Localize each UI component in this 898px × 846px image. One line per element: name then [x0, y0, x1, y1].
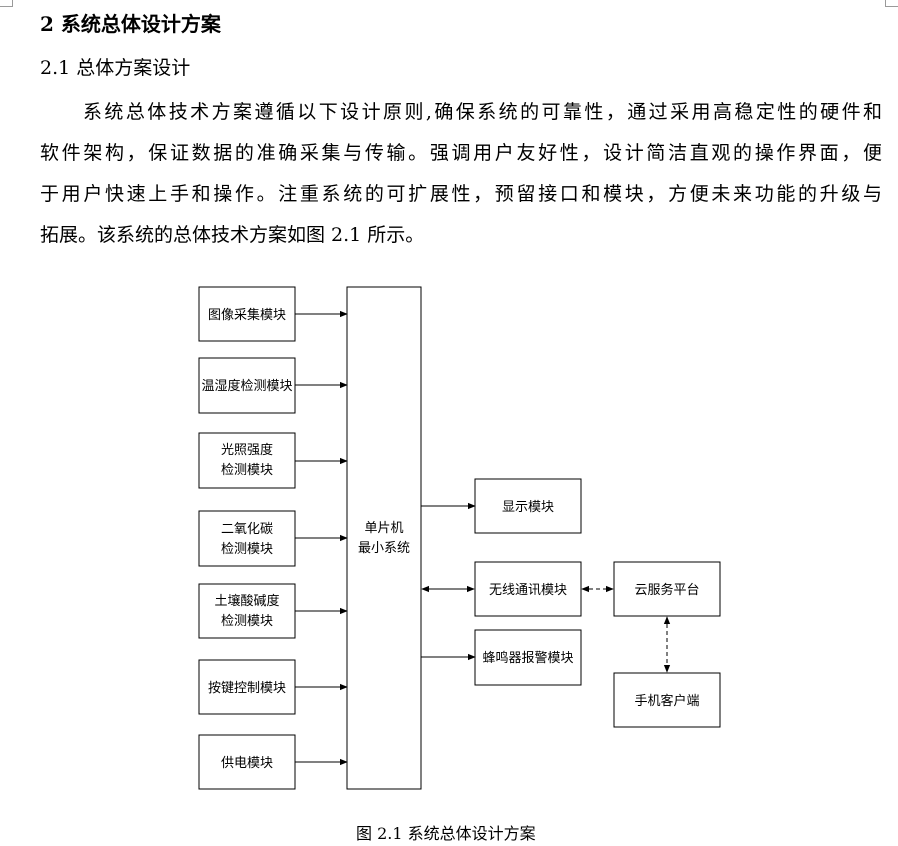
module-key-control: 按键控制模块 [198, 659, 296, 715]
module-buzzer-alarm: 蜂鸣器报警模块 [474, 629, 582, 686]
module-soil-ph: 土壤酸碱度 检测模块 [198, 583, 296, 639]
module-label: 光照强度 [221, 442, 273, 458]
paragraph-line: 软件架构，保证数据的准确采集与传输。强调用户友好性，设计简洁直观的操作界面，便 [40, 142, 882, 164]
module-wireless: 无线通讯模块 [474, 561, 582, 617]
page-corner-mark-right [885, 0, 898, 7]
module-cloud-platform: 云服务平台 [613, 561, 721, 617]
module-label: 无线通讯模块 [489, 583, 567, 598]
module-label: 图像采集模块 [208, 307, 286, 323]
module-label: 检测模块 [221, 614, 273, 629]
section-heading: 2 系统总体设计方案 [40, 12, 221, 36]
module-mcu: 单片机 最小系统 [346, 286, 422, 790]
module-label: 土壤酸碱度 [214, 593, 279, 609]
module-image-capture: 图像采集模块 [198, 286, 296, 342]
module-temp-humidity: 温湿度检测模块 [198, 357, 296, 414]
paragraph-line: 拓展。该系统的总体技术方案如图 2.1 所示。 [40, 224, 425, 246]
module-co2: 二氧化碳 检测模块 [198, 510, 296, 567]
module-label: 手机客户端 [634, 693, 699, 709]
module-label: 供电模块 [221, 756, 273, 771]
module-power-supply: 供电模块 [198, 734, 296, 790]
module-label: 按键控制模块 [208, 681, 286, 696]
module-label: 云服务平台 [634, 582, 699, 598]
module-label: 二氧化碳 [221, 522, 273, 537]
page-corner-mark-left [0, 0, 13, 7]
module-label: 检测模块 [221, 463, 273, 478]
module-label: 单片机 [364, 521, 403, 536]
module-phone-client: 手机客户端 [613, 672, 721, 728]
paragraph-line: 系统总体技术方案遵循以下设计原则,确保系统的可靠性，通过采用高稳定性的硬件和 [83, 101, 882, 123]
module-light-intensity: 光照强度 检测模块 [198, 432, 296, 489]
module-display: 显示模块 [474, 478, 582, 534]
figure-caption: 图 2.1 系统总体设计方案 [356, 824, 536, 843]
module-label: 最小系统 [358, 541, 410, 556]
body-paragraph: 系统总体技术方案遵循以下设计原则,确保系统的可靠性，通过采用高稳定性的硬件和 软… [40, 92, 882, 256]
module-label: 蜂鸣器报警模块 [482, 650, 573, 666]
paragraph-line: 于用户快速上手和操作。注重系统的可扩展性，预留接口和模块，方便未来功能的升级与 [40, 183, 882, 205]
subsection-heading: 2.1 总体方案设计 [40, 57, 191, 79]
module-label: 检测模块 [221, 542, 273, 557]
module-label: 温湿度检测模块 [201, 378, 292, 394]
module-label: 显示模块 [502, 500, 554, 515]
